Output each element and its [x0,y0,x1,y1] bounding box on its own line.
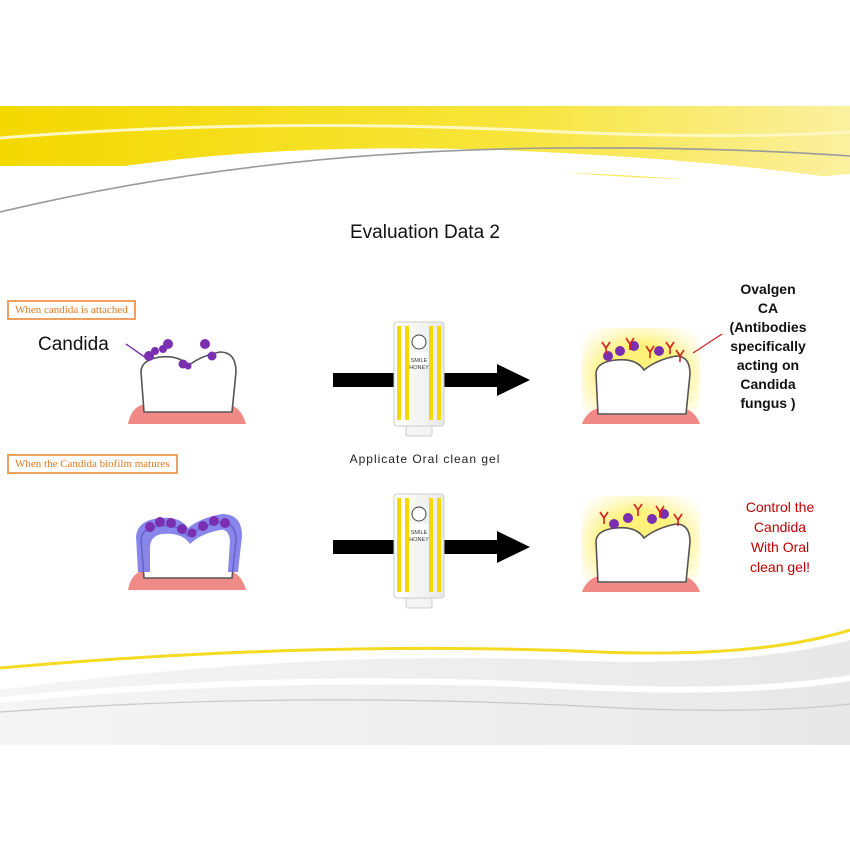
bottom-decorative-band [0,628,850,745]
biofilm-candida [145,516,230,538]
tube-brand-bottom-1: SMILE [411,530,428,536]
case-label-biofilm: When the Candida biofilm matures [7,454,178,474]
tube-brand-top-2: HONEY [409,365,429,371]
tooth-candida-attached [125,339,246,424]
tooth-treated-top [582,328,723,424]
top-decorative-band [0,106,850,213]
tooth-treated-bottom [582,496,700,592]
gel-tube-bottom [393,493,445,609]
candida-bound-2 [609,509,669,529]
gel-tube-top [393,321,445,437]
ovalgen-line: Candida [740,376,796,392]
ovalgen-line: (Antibodies [729,319,807,335]
control-line: Candida [753,519,807,535]
ovalgen-line: acting on [736,357,800,373]
product-caption: Applicate Oral clean gel [349,452,501,466]
control-line: clean gel! [750,559,810,575]
ovalgen-pointer-line [692,333,723,354]
tooth-biofilm [128,514,246,590]
ovalgen-line: Ovalgen [740,281,796,297]
candida-bound [603,341,664,361]
ovalgen-line: CA [757,300,779,316]
page-title: Evaluation Data 2 [350,222,500,243]
case-label-attached: When candida is attached [7,300,136,320]
control-note: Control the Candida With Oral clean gel! [730,497,830,577]
ovalgen-note: Ovalgen CA (Antibodies specifically acti… [718,280,818,413]
tube-brand-top-1: SMILE [411,358,428,364]
candida-pointer-line [125,343,147,359]
ovalgen-line: fungus ) [740,395,796,411]
control-line: With Oral [750,539,810,555]
control-line: Control the [745,499,815,515]
candida-label: Candida [38,334,109,355]
antibodies-2 [599,503,683,526]
tube-brand-bottom-2: HONEY [409,537,429,543]
biofilm-layer [136,514,242,572]
candida-cluster [144,339,217,370]
antibodies [601,337,685,362]
ovalgen-line: specifically [730,338,806,354]
